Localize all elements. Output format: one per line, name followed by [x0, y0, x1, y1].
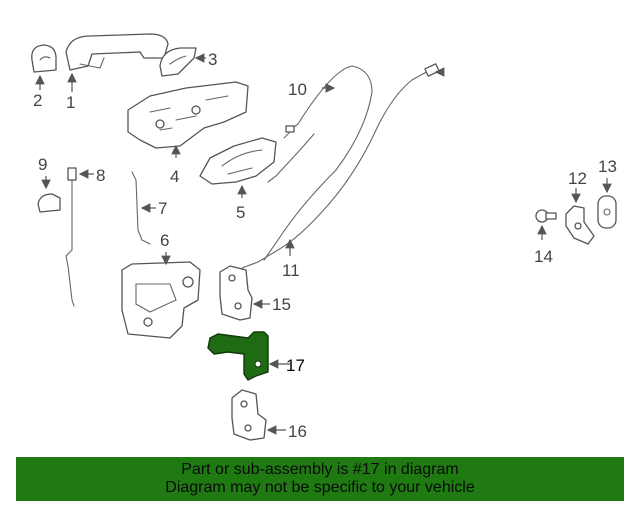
- callout-16: 16: [288, 422, 307, 441]
- callout-1: 1: [66, 93, 75, 112]
- callout-12: 12: [568, 169, 587, 188]
- part-16-hinge-lower[interactable]: [231, 389, 267, 441]
- callout-14: 14: [534, 247, 553, 266]
- part-6-latch[interactable]: [121, 261, 201, 339]
- callout-13: 13: [598, 157, 617, 176]
- part-11-cable[interactable]: [241, 63, 445, 269]
- part-4-handle-carrier[interactable]: [127, 81, 249, 149]
- callout-9: 9: [38, 155, 47, 174]
- callout-4: 4: [170, 167, 179, 186]
- callout-8: 8: [96, 166, 105, 185]
- part-14-screw[interactable]: [535, 209, 557, 223]
- callout-3: 3: [208, 50, 217, 69]
- callout-10: 10: [288, 80, 307, 99]
- callout-11: 11: [282, 261, 300, 280]
- part-10-cable[interactable]: [263, 65, 373, 261]
- part-1-outer-handle[interactable]: [65, 33, 169, 71]
- callout-6: 6: [160, 231, 169, 250]
- callout-17: 17: [286, 356, 305, 375]
- part-17-door-check[interactable]: [207, 331, 269, 381]
- part-15-hinge-upper[interactable]: [219, 265, 253, 321]
- part-7-rod[interactable]: [131, 171, 151, 245]
- part-12-striker[interactable]: [565, 205, 595, 245]
- part-5-inner-handle[interactable]: [199, 137, 277, 185]
- callout-5: 5: [236, 203, 245, 222]
- part-13-cover[interactable]: [597, 195, 617, 229]
- info-banner-line-2: Diagram may not be specific to your vehi…: [165, 479, 475, 496]
- part-8-rod[interactable]: [65, 167, 77, 307]
- part-2-handle-cap[interactable]: [31, 44, 57, 73]
- callout-7: 7: [158, 199, 167, 218]
- info-banner: Part or sub-assembly is #17 in diagram D…: [16, 457, 624, 501]
- info-banner-line-1: Part or sub-assembly is #17 in diagram: [181, 461, 459, 478]
- callout-2: 2: [33, 91, 42, 110]
- callout-15: 15: [272, 295, 291, 314]
- part-9-clip[interactable]: [37, 193, 61, 213]
- part-3-bezel[interactable]: [159, 47, 197, 77]
